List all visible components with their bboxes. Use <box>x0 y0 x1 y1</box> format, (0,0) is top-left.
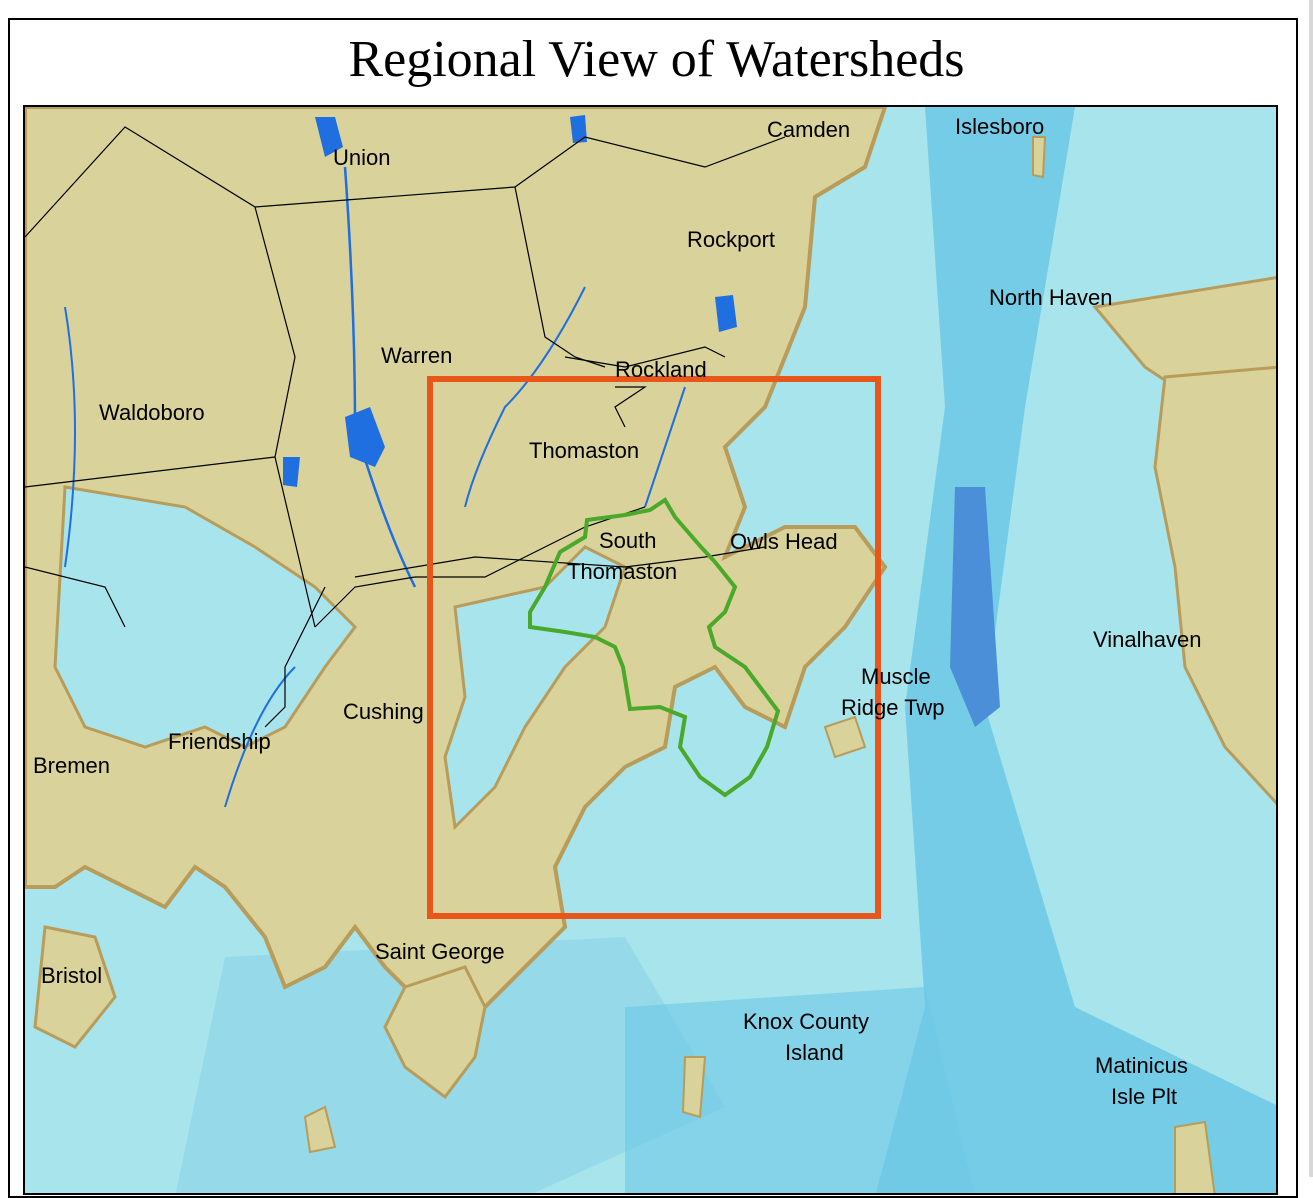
label-knox-county-line1: Knox County <box>743 1009 869 1034</box>
map-canvas <box>25 107 1276 1193</box>
estuary-inner <box>443 545 627 831</box>
label-rockport: Rockport <box>687 227 776 252</box>
lake-5 <box>283 457 300 487</box>
islesboro-island <box>1032 136 1047 179</box>
window-edge <box>1309 0 1313 1177</box>
label-saint-george: Saint George <box>375 939 505 964</box>
river-4 <box>464 286 586 508</box>
mainland <box>25 107 888 1061</box>
label-matinicus-line1: Matinicus <box>1095 1053 1188 1078</box>
label-south-thomaston-line2: Thomaston <box>567 559 678 584</box>
study-area-box <box>427 376 881 919</box>
label-bremen: Bremen <box>33 753 111 778</box>
label-matinicus-line2: Isle Plt <box>1111 1084 1178 1109</box>
map-title: Regional View of Watersheds <box>348 31 965 88</box>
river-5 <box>644 386 686 508</box>
watershed-outline <box>528 497 781 798</box>
label-muscle-ridge-line2: Ridge Twp <box>841 695 945 720</box>
saint-george-peninsula <box>383 965 487 1100</box>
label-muscle-ridge-line1: Muscle <box>861 664 931 689</box>
label-waldoboro: Waldoboro <box>99 400 205 425</box>
label-knox-county-line2: Island <box>785 1040 844 1065</box>
label-vinalhaven: Vinalhaven <box>1093 627 1202 652</box>
town-boundaries <box>25 126 786 728</box>
lake-2 <box>715 295 737 332</box>
label-owls-head: Owls Head <box>730 529 838 554</box>
lake-3 <box>315 117 343 157</box>
label-union: Union <box>333 145 391 170</box>
label-bristol: Bristol <box>41 963 103 988</box>
label-islesboro: Islesboro <box>955 114 1045 139</box>
river-1 <box>343 166 417 588</box>
label-cushing: Cushing <box>343 699 424 724</box>
islet-b <box>1174 1120 1216 1193</box>
islet-d <box>823 715 867 759</box>
vinalhaven-island <box>1153 365 1276 805</box>
lake-4 <box>570 115 587 143</box>
label-rockland: Rockland <box>615 357 707 382</box>
islet-a <box>681 1056 707 1119</box>
label-warren: Warren <box>381 343 453 368</box>
river-2 <box>64 306 76 568</box>
deep-water-channel <box>876 107 1276 1193</box>
deepest-channel <box>950 487 1000 727</box>
label-camden: Camden <box>767 117 851 142</box>
southwest-islands <box>33 925 117 1049</box>
map-view[interactable]: Camden Islesboro Union Rockport North Ha… <box>23 105 1278 1195</box>
deep-water-south <box>625 987 975 1193</box>
label-friendship: Friendship <box>168 729 271 754</box>
river-3 <box>224 666 296 808</box>
label-north-haven: North Haven <box>989 285 1113 310</box>
islet-c <box>303 1105 337 1154</box>
label-thomaston: Thomaston <box>529 438 640 463</box>
saint-george-river-estuary <box>53 485 357 749</box>
label-south-thomaston-line1: South <box>599 528 657 553</box>
